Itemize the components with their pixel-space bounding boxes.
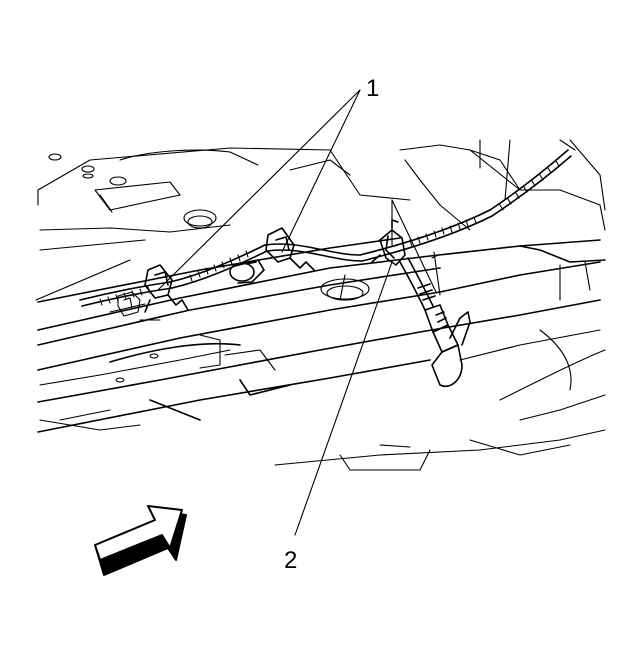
left-bracket <box>109 291 146 317</box>
harness-clip-middle <box>265 227 315 271</box>
callout-2-leaders <box>294 199 437 536</box>
sensor-connector-clip <box>371 219 406 266</box>
harness-corrugation <box>99 160 560 306</box>
oxygen-sensor <box>399 257 471 387</box>
frame-rail-upper <box>37 237 606 346</box>
callout-1-label: 1 <box>366 75 379 102</box>
floor-pan <box>35 139 606 301</box>
lower-floor-panel <box>39 319 276 431</box>
floor-plugs <box>48 153 370 301</box>
bracket-pin <box>339 251 441 301</box>
harness-connector <box>229 259 265 284</box>
frame-rail-lower <box>37 261 601 433</box>
right-lower-structure <box>274 261 606 471</box>
callout-2-label: 2 <box>284 547 297 574</box>
direction-arrow-icon <box>94 505 187 576</box>
callout-1-leaders <box>157 89 361 291</box>
